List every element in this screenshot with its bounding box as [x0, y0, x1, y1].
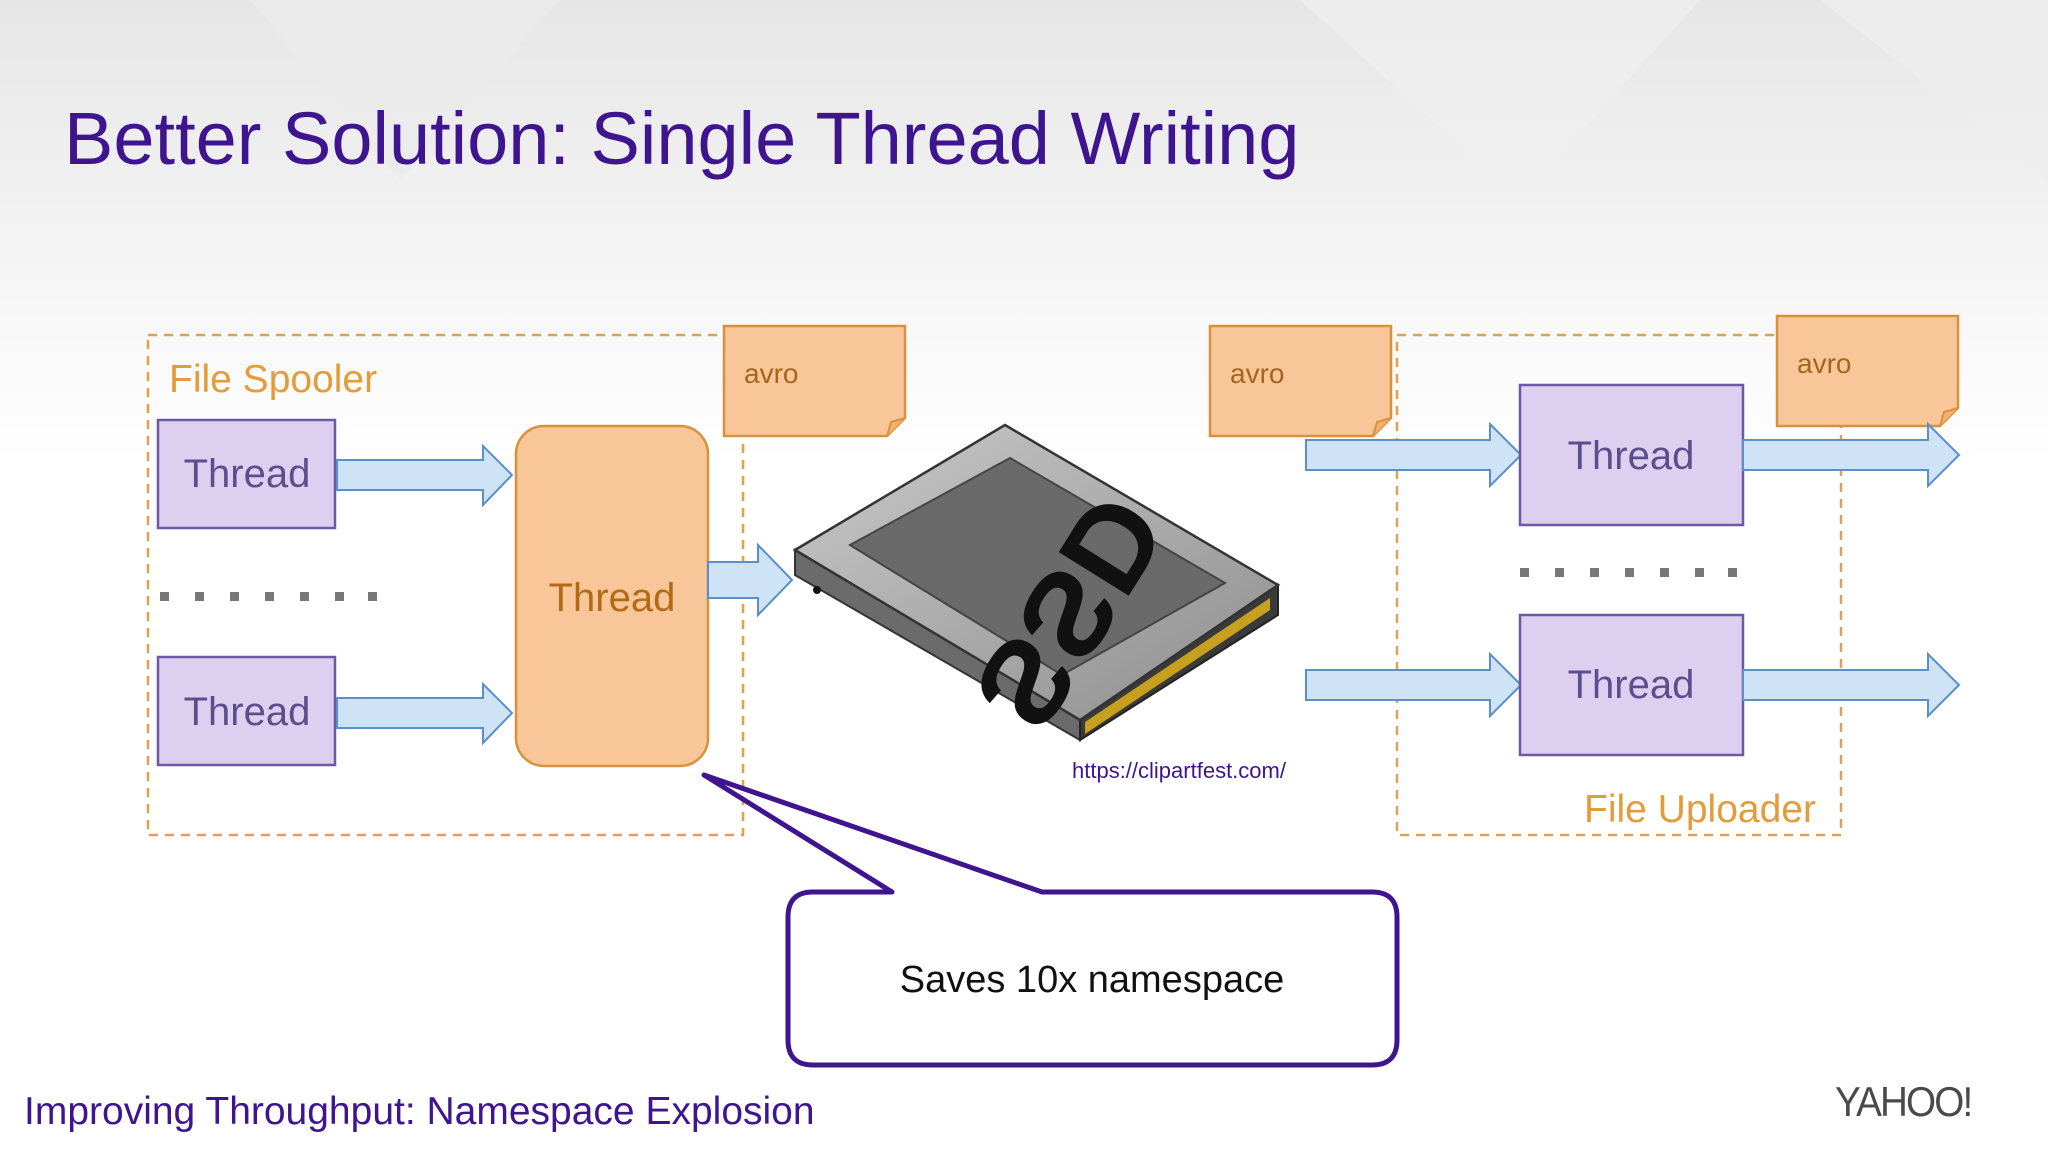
- avro-label-storage: avro: [1230, 358, 1285, 389]
- spooler-thread-label-1: Thread: [183, 451, 311, 496]
- avro-file-icon-spooler: [722, 324, 907, 438]
- image-credit-url: https://clipartfest.com/: [1072, 758, 1286, 783]
- file-uploader-group: [1395, 333, 1843, 837]
- spooler-thread-box-2: [156, 655, 337, 767]
- avro-file-icon-storage: [1208, 324, 1393, 438]
- ssd-connector-pins: [1085, 598, 1270, 734]
- file-uploader-label: File Uploader: [1584, 788, 1816, 831]
- arrow-ssd-to-uploader-thread2: [1305, 651, 1523, 719]
- avro-label-uploader: avro: [1797, 348, 1852, 379]
- avro-file-icon-uploader: [1775, 314, 1960, 428]
- uploader-thread-box-2: [1518, 613, 1745, 757]
- ssd-drive-icon: SSD: [792, 423, 1281, 752]
- file-spooler-label: File Spooler: [169, 358, 378, 401]
- uploader-thread-label-1: Thread: [1567, 433, 1695, 478]
- spooler-thread-label-2: Thread: [183, 689, 311, 734]
- spooler-thread-box-1: [156, 418, 337, 530]
- arrow-thread1-to-writer: [336, 443, 514, 508]
- uploader-ellipsis-dots: [1520, 568, 1737, 577]
- callout-text: Saves 10x namespace: [899, 958, 1285, 1001]
- arrow-ssd-to-uploader-thread1: [1305, 421, 1523, 489]
- file-spooler-group: [146, 333, 745, 837]
- writer-thread-label: Thread: [548, 575, 676, 620]
- avro-label-spooler: avro: [744, 358, 799, 389]
- arrow-writer-to-ssd: [707, 542, 794, 618]
- arrow-thread2-to-writer: [336, 681, 514, 746]
- spooler-ellipsis-dots: [160, 592, 377, 601]
- arrow-upload-out-2: [1742, 651, 1961, 719]
- callout-bubble: [701, 772, 1400, 1068]
- slide-title: Better Solution: Single Thread Writing: [64, 97, 1300, 180]
- uploader-thread-box-1: [1518, 383, 1745, 527]
- footer-text: Improving Throughput: Namespace Explosio…: [24, 1090, 815, 1133]
- uploader-thread-label-2: Thread: [1567, 662, 1695, 707]
- yahoo-logo: YAHOO!: [1835, 1078, 1973, 1125]
- arrow-upload-out-1: [1742, 421, 1961, 489]
